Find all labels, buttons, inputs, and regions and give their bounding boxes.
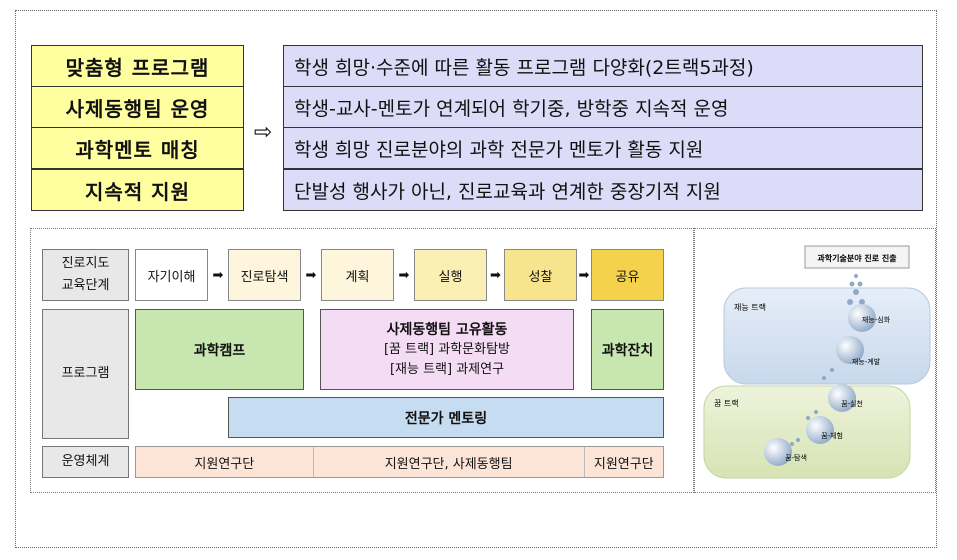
talent-track-area bbox=[723, 287, 931, 385]
dream-experience-label: 꿈-체험 bbox=[821, 432, 843, 440]
science-camp-box: 과학캠프 bbox=[135, 309, 304, 390]
stage-4: 실행 bbox=[414, 249, 487, 301]
outer-frame bbox=[15, 10, 937, 548]
dream-practice-label: 꿈-실천 bbox=[841, 399, 863, 408]
team-activity-title: 사제동행팀 고유활동 bbox=[386, 321, 508, 338]
dream-track-label: 꿈 트랙 bbox=[714, 398, 739, 408]
team-activity-dream-track: [꿈 트랙] 과학문화탐방 bbox=[383, 341, 511, 357]
career-goal-header-text: 과학기술분야 진로 진출 bbox=[817, 253, 897, 263]
operation-item-3: 지원연구단 bbox=[593, 456, 654, 472]
strategy-item-1: 맞춤형 프로그램 bbox=[31, 45, 244, 87]
strategy-item-4: 지속적 지원 bbox=[31, 169, 244, 211]
talent-advanced-ball bbox=[848, 304, 876, 332]
career-goal-header-box bbox=[804, 245, 910, 269]
talent-track-label: 재능 트랙 bbox=[734, 302, 766, 312]
expert-mentoring-box: 전문가 멘토링 bbox=[228, 397, 664, 438]
talent-advanced-label: 재능-심화 bbox=[862, 315, 891, 324]
dream-explore-label: 꿈-탐색 bbox=[785, 453, 807, 462]
stage-arrow-icon: ➡ bbox=[398, 267, 410, 283]
stage-arrow-icon: ➡ bbox=[578, 267, 590, 283]
stage-arrow-icon: ➡ bbox=[305, 267, 317, 283]
program-label: 프로그램 bbox=[42, 309, 129, 439]
strategy-description-1: 학생 희망·수준에 따른 활동 프로그램 다양화(2트랙5과정) bbox=[283, 45, 923, 87]
stage-5: 성찰 bbox=[504, 249, 577, 301]
education-stage-label-a: 진로지도 bbox=[61, 256, 110, 271]
education-stage-label-b: 교육단계 bbox=[61, 278, 110, 293]
strategy-item-3: 과학멘토 매칭 bbox=[31, 127, 244, 169]
science-fair-box: 과학잔치 bbox=[591, 309, 664, 390]
operation-label: 운영체계 bbox=[42, 446, 129, 478]
strategy-description-2: 학생-교사-멘토가 연계되어 학기중, 방학중 지속적 운영 bbox=[283, 86, 923, 128]
stage-2: 진로탐색 bbox=[228, 249, 301, 301]
stage-3: 계획 bbox=[321, 249, 394, 301]
dream-explore-ball bbox=[764, 438, 792, 466]
stage-arrow-icon: ➡ bbox=[490, 267, 501, 283]
right-arrow-icon: ⇨ bbox=[253, 119, 273, 145]
talent-develop-ball bbox=[836, 336, 864, 364]
strategy-description-4: 단발성 행사가 아닌, 진로교육과 연계한 중장기적 지원 bbox=[283, 169, 923, 211]
strategy-item-2: 사제동행팀 운영 bbox=[31, 86, 244, 128]
stage-6: 공유 bbox=[591, 249, 664, 301]
team-activity-talent-track: [재능 트랙] 과제연구 bbox=[389, 361, 505, 377]
dream-practice-ball bbox=[828, 384, 856, 412]
education-stage-label: 진로지도 교육단계 bbox=[42, 249, 129, 301]
operation-item-2: 지원연구단, 사제동행팀 bbox=[314, 447, 585, 477]
operation-item-1: 지원연구단 bbox=[136, 447, 314, 477]
track-illustration-panel bbox=[694, 228, 936, 493]
talent-develop-label: 재능-계발 bbox=[852, 357, 881, 366]
stage-arrow-icon: ➡ bbox=[212, 267, 224, 283]
program-diagram-panel bbox=[30, 228, 694, 493]
dream-experience-ball bbox=[806, 416, 834, 444]
team-activity-box: 사제동행팀 고유활동 [꿈 트랙] 과학문화탐방 [재능 트랙] 과제연구 bbox=[320, 309, 574, 390]
stage-1: 자기이해 bbox=[135, 249, 208, 301]
strategy-description-3: 학생 희망 진로분야의 과학 전문가 멘토가 활동 지원 bbox=[283, 127, 923, 169]
operation-system-bar: 지원연구단 지원연구단, 사제동행팀 지원연구단 bbox=[135, 446, 664, 478]
track-illustration: 과학기술분야 진로 진출 재능 트랙 꿈 트랙 재능-심화 재능-계발 꿈-실천… bbox=[703, 245, 931, 479]
